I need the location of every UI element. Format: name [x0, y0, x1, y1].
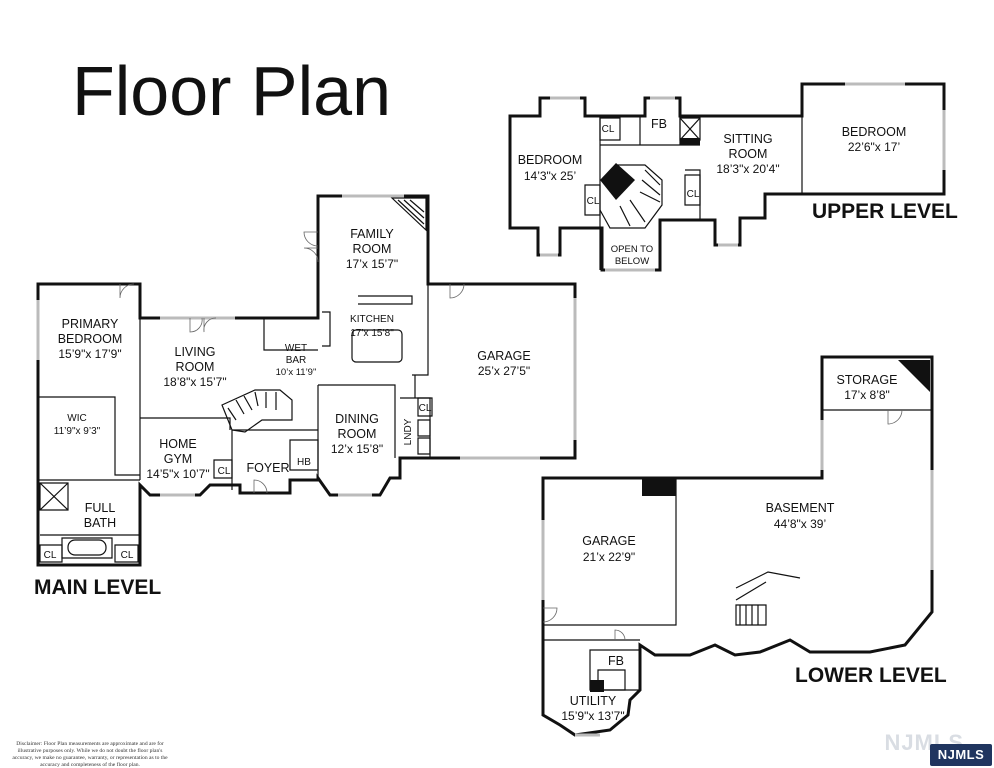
living-room-dim: 18’8"x 15’7" — [163, 375, 226, 389]
open-to-below-label-2: BELOW — [615, 256, 649, 267]
disclaimer-line: Disclaimer: Floor Plan measurements are … — [16, 740, 164, 747]
dining-room-label: DINING — [335, 412, 379, 426]
upper-bedroom-dim: 14’3"x 25’ — [524, 169, 576, 183]
wic-dim: 11’9"x 9’3" — [54, 426, 101, 437]
disclaimer-line: illustrative purposes only. While we do … — [18, 747, 163, 754]
cl-label: CL — [587, 196, 600, 207]
laundry-label: LNDY — [403, 418, 414, 445]
home-gym-dim: 14’5"x 10’7" — [146, 467, 209, 481]
home-gym-label: HOME — [159, 437, 197, 451]
family-room-label-2: ROOM — [353, 242, 392, 256]
open-to-below-label: OPEN TO — [611, 244, 653, 255]
cl-label: CL — [419, 403, 432, 414]
upper-bedroom-2-dim: 22’6"x 17’ — [848, 140, 900, 154]
primary-bedroom-dim: 15’9"x 17’9" — [58, 347, 121, 361]
full-bath-label-2: BATH — [84, 516, 116, 530]
upper-level-outline — [508, 82, 946, 272]
cl-label: CL — [218, 466, 231, 477]
kitchen-dim: 17’x 15’8" — [350, 328, 394, 339]
garage-main-label: GARAGE — [477, 349, 531, 363]
upper-level-plan: BEDROOM 14’3"x 25’ FB SITTING ROOM 18’3"… — [508, 82, 958, 272]
njmls-badge: NJMLS — [930, 744, 992, 766]
cl-label: CL — [602, 124, 615, 135]
primary-bedroom-label-2: BEDROOM — [58, 332, 123, 346]
wic-label: WIC — [67, 413, 86, 424]
wet-bar-label: WET — [285, 343, 307, 354]
family-room-label: FAMILY — [350, 227, 394, 241]
living-room-label: LIVING — [175, 345, 216, 359]
page-title: Floor Plan — [72, 52, 391, 130]
garage-main-dim: 25’x 27’5" — [478, 364, 530, 378]
home-gym-label-2: GYM — [164, 452, 192, 466]
foyer-label: FOYER — [246, 461, 289, 475]
main-level-plan: PRIMARY BEDROOM 15’9"x 17’9" WIC 11’9"x … — [34, 194, 577, 599]
lower-level-title: LOWER LEVEL — [795, 664, 947, 687]
storage-label: STORAGE — [837, 373, 898, 387]
lower-garage-label: GARAGE — [582, 534, 636, 548]
sitting-room-label-2: ROOM — [729, 147, 768, 161]
basement-label: BASEMENT — [766, 501, 835, 515]
basement-dim: 44’8"x 39’ — [774, 517, 826, 531]
upper-level-title: UPPER LEVEL — [812, 200, 958, 223]
lower-level-plan: STORAGE 17’x 8’8" BASEMENT 44’8"x 39’ GA… — [541, 355, 947, 737]
dining-room-dim: 12’x 15’8" — [331, 442, 383, 456]
disclaimer: Disclaimer: Floor Plan measurements are … — [12, 740, 168, 768]
lower-level-outline — [541, 355, 934, 737]
utility-label: UTILITY — [570, 694, 617, 708]
wet-bar-dim: 10’x 11’9" — [276, 367, 317, 378]
utility-dim: 15’9"x 13’7" — [561, 709, 624, 723]
lower-fb-label: FB — [608, 654, 624, 668]
disclaimer-line: accuracy, we make no guarantee, warranty… — [12, 755, 168, 761]
kitchen-label: KITCHEN — [350, 314, 394, 325]
sitting-room-dim: 18’3"x 20’4" — [716, 162, 779, 176]
main-level-title: MAIN LEVEL — [34, 576, 161, 599]
main-level-outline — [36, 194, 577, 567]
living-room-label-2: ROOM — [176, 360, 215, 374]
cl-label: CL — [44, 550, 57, 561]
sitting-room-label: SITTING — [723, 132, 772, 146]
hb-label: HB — [297, 457, 311, 468]
storage-dim: 17’x 8’8" — [844, 388, 890, 402]
wet-bar-label-2: BAR — [286, 355, 307, 366]
family-room-dim: 17’x 15’7" — [346, 257, 398, 271]
dining-room-label-2: ROOM — [338, 427, 377, 441]
disclaimer-line: accuracy and completeness of the floor p… — [40, 761, 140, 768]
upper-bedroom-label: BEDROOM — [518, 153, 583, 167]
upper-fb-label: FB — [651, 117, 667, 131]
full-bath-label: FULL — [85, 501, 116, 515]
lower-garage-dim: 21’x 22’9" — [583, 550, 635, 564]
primary-bedroom-label: PRIMARY — [62, 317, 119, 331]
cl-label: CL — [121, 550, 134, 561]
cl-label: CL — [687, 189, 700, 200]
upper-bedroom-2-label: BEDROOM — [842, 125, 907, 139]
